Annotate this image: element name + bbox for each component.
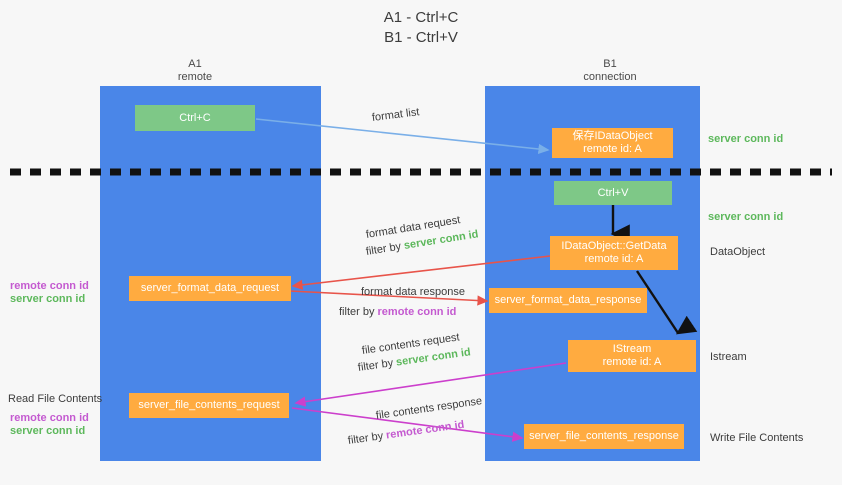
page-title: A1 - Ctrl+C B1 - Ctrl+V bbox=[383, 9, 459, 46]
left-label-remote-conn-id-lower: remote conn id bbox=[10, 412, 89, 424]
left-label-server-conn-id-lower: server conn id bbox=[10, 425, 86, 437]
node-save-idataobject[interactable]: 保存IDataObject remote id: A bbox=[552, 128, 673, 158]
filter-prefix-1: filter by bbox=[365, 240, 405, 258]
edge-label-format-data-response: format data response bbox=[361, 286, 465, 298]
node-server-file-contents-request[interactable]: server_file_contents_request bbox=[129, 393, 289, 418]
node-idataobject-getdata[interactable]: IDataObject::GetData remote id: A bbox=[550, 236, 678, 270]
left-label-server-conn-id-upper: server conn id bbox=[10, 293, 86, 305]
filter-value-remote-conn-id-1: remote conn id bbox=[377, 306, 457, 318]
right-label-dataobject: DataObject bbox=[710, 246, 766, 258]
right-label-istream: Istream bbox=[710, 351, 747, 363]
filter-prefix-4: filter by bbox=[347, 429, 387, 447]
column-header-a1: A1 remote bbox=[177, 58, 213, 83]
node-ctrl-c[interactable]: Ctrl+C bbox=[135, 105, 255, 131]
node-server-format-data-response[interactable]: server_format_data_response bbox=[489, 288, 647, 313]
right-label-server-conn-id-mid: server conn id bbox=[708, 211, 784, 223]
right-label-server-conn-id-top: server conn id bbox=[708, 133, 784, 145]
edge-label-format-list: format list bbox=[371, 106, 421, 124]
filter-prefix-3: filter by bbox=[357, 356, 397, 374]
filter-value-remote-conn-id-2: remote conn id bbox=[385, 418, 466, 442]
column-header-b1: B1 connection bbox=[583, 58, 637, 83]
edge-label-file-contents-response-filter: filter by remote conn id bbox=[347, 418, 465, 448]
node-server-file-contents-response[interactable]: server_file_contents_response bbox=[524, 424, 684, 449]
left-label-remote-conn-id-upper: remote conn id bbox=[10, 280, 89, 292]
node-server-format-data-request[interactable]: server_format_data_request bbox=[129, 276, 291, 301]
right-label-write-file-contents: Write File Contents bbox=[710, 432, 804, 444]
filter-prefix-2: filter by bbox=[339, 306, 378, 318]
left-label-read-file-contents: Read File Contents bbox=[8, 393, 103, 405]
edge-label-file-contents-response: file contents response bbox=[375, 395, 483, 422]
node-istream[interactable]: IStream remote id: A bbox=[568, 340, 696, 372]
node-ctrl-v[interactable]: Ctrl+V bbox=[554, 181, 672, 205]
edge-label-format-data-response-filter: filter by remote conn id bbox=[339, 305, 456, 319]
